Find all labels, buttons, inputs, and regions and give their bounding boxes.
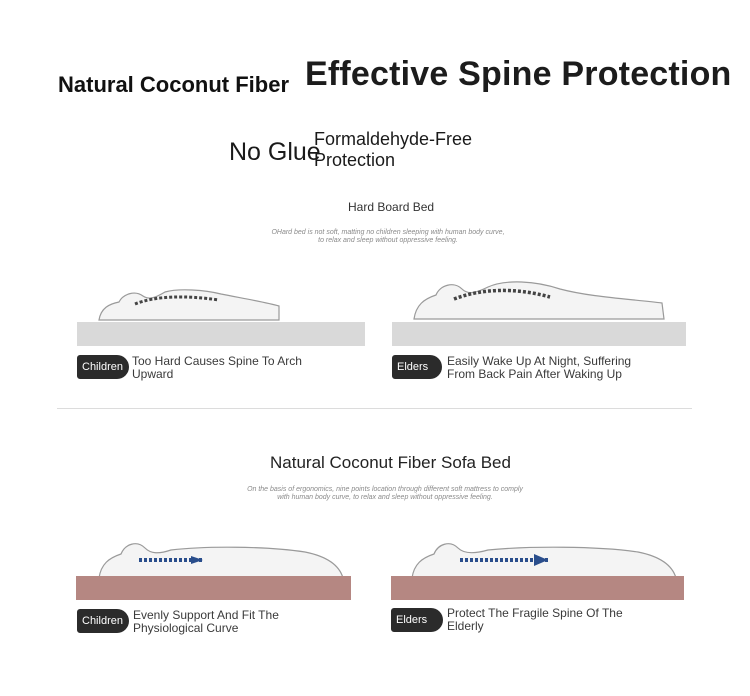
- coconut-bed-elder-figure: [411, 543, 677, 579]
- hard-bed-child-figure: [98, 289, 280, 321]
- section-coconut-heading: Natural Coconut Fiber Sofa Bed: [270, 453, 511, 472]
- section-divider: [57, 408, 692, 409]
- section-hard-heading: Hard Board Bed: [348, 200, 435, 214]
- section-hard-caption: OHard bed is not soft, matting no childr…: [271, 229, 505, 244]
- coconut-bed-child-figure: [98, 543, 344, 579]
- section-coconut-caption: On the basis of ergonomics, nine points …: [247, 486, 523, 501]
- feature-formaldehyde-free: Formaldehyde-Free Protection: [314, 129, 473, 170]
- elders-note-hard: Easily Wake Up At Night, Suffering From …: [447, 354, 632, 381]
- page-title: Effective Spine Protection: [305, 55, 732, 93]
- coconut-mattress-right: [391, 576, 684, 600]
- subtitle: Natural Coconut Fiber: [58, 72, 290, 97]
- elders-tag-hard: Elders: [392, 355, 442, 379]
- feature-no-glue: No Glue: [229, 138, 321, 166]
- elders-note-coconut: Protect The Fragile Spine Of The Elderly: [447, 606, 623, 633]
- children-note-coconut: Evenly Support And Fit The Physiological…: [133, 608, 279, 635]
- children-tag-coconut: Children: [77, 609, 129, 633]
- coconut-mattress-left: [76, 576, 351, 600]
- hard-mattress-right: [392, 322, 686, 346]
- elders-tag-coconut: Elders: [391, 608, 443, 632]
- hard-mattress-left: [77, 322, 365, 346]
- hard-bed-elder-figure: [413, 281, 665, 320]
- children-tag-hard: Children: [77, 355, 129, 379]
- children-note-hard: Too Hard Causes Spine To Arch Upward: [132, 354, 302, 381]
